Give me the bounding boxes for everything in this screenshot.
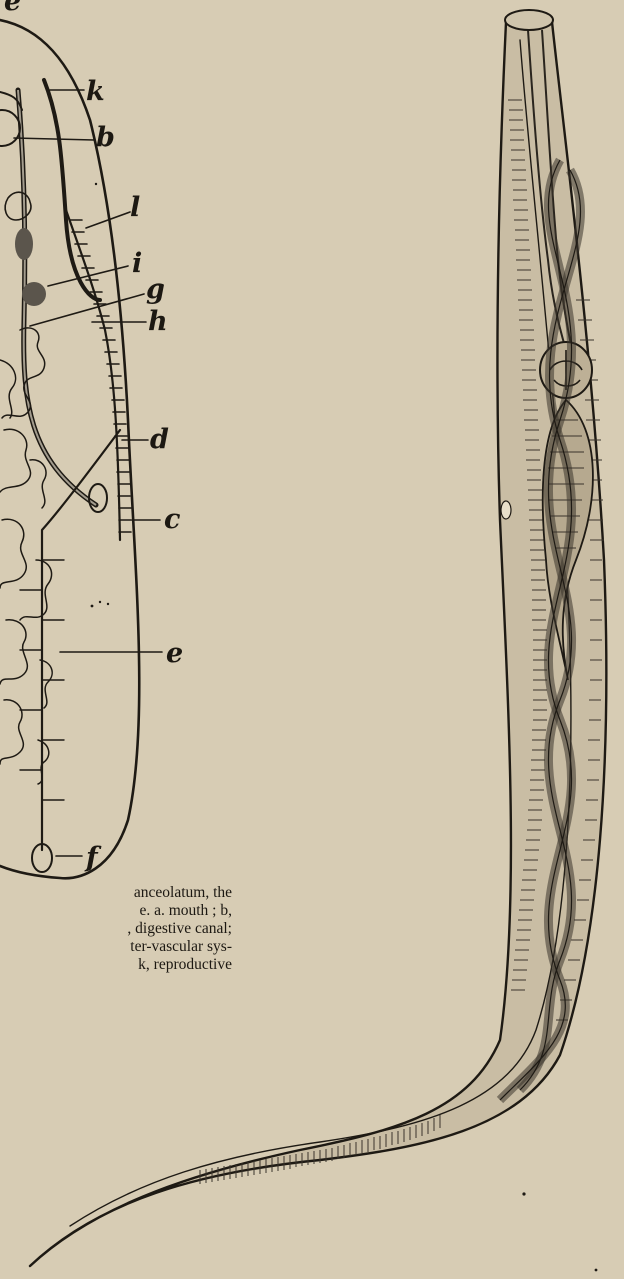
caption-line: anceolatum, the bbox=[0, 884, 232, 902]
label-c: c bbox=[164, 504, 180, 535]
reproductive-duct bbox=[44, 80, 100, 300]
label-k: k bbox=[86, 76, 105, 107]
gland-upper bbox=[15, 228, 33, 260]
label-d: d bbox=[150, 424, 169, 455]
speckles bbox=[91, 183, 110, 608]
caption-line: , digestive canal; bbox=[0, 920, 232, 938]
gland-lower bbox=[22, 282, 46, 306]
vulva bbox=[501, 501, 511, 519]
label-f: f bbox=[84, 842, 102, 873]
label-g: g bbox=[146, 274, 165, 305]
caption-line: ter-vascular sys- bbox=[0, 938, 232, 956]
sucker bbox=[0, 110, 20, 146]
label-l: l bbox=[130, 192, 140, 223]
label-b: b bbox=[96, 122, 115, 153]
vitelline-tree bbox=[0, 328, 52, 784]
nematode-head bbox=[505, 10, 553, 30]
label-i: i bbox=[132, 248, 142, 279]
vitellarium-top bbox=[5, 192, 31, 220]
stray-dots bbox=[522, 1192, 597, 1271]
figure-caption: anceolatum, the e. a. mouth ; b, , diges… bbox=[0, 884, 232, 974]
label-h: h bbox=[148, 306, 168, 337]
label-top-e: e bbox=[4, 0, 21, 17]
digestive-canal-end bbox=[89, 484, 107, 512]
caption-line: e. a. mouth ; b, bbox=[0, 902, 232, 920]
caption-line: k, reproductive bbox=[0, 956, 232, 974]
nematode-figure bbox=[30, 10, 606, 1271]
label-e: e bbox=[166, 638, 183, 669]
fluke-figure: e k b l i g h d c e f bbox=[0, 0, 183, 878]
